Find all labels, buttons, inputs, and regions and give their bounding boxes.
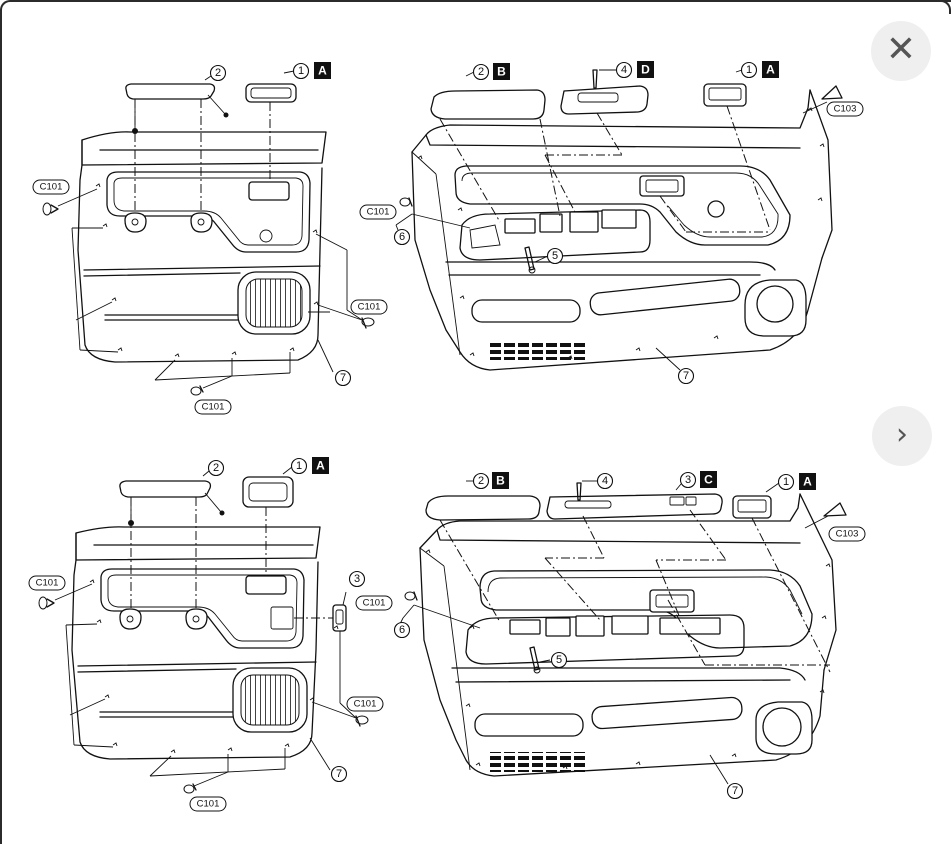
svg-text:C103: C103 — [836, 529, 859, 540]
rear-door-trim-bottom — [38, 476, 369, 794]
callout-1: 1 — [735, 61, 758, 79]
svg-text:C101: C101 — [197, 799, 220, 810]
svg-text:C: C — [704, 473, 713, 487]
ref-letter-a: A — [762, 61, 779, 78]
ref-letter-a: A — [314, 62, 331, 79]
svg-text:6: 6 — [399, 624, 405, 636]
clip-label-c103: C103 — [828, 526, 866, 542]
callout-2: 2 — [202, 459, 225, 477]
svg-text:4: 4 — [621, 64, 627, 76]
svg-text:3: 3 — [685, 474, 691, 486]
callout-7: 7 — [726, 782, 744, 800]
svg-text:B: B — [497, 65, 506, 79]
chevron-right-icon: › — [896, 416, 908, 452]
callout-4: 4 — [599, 61, 633, 79]
svg-text:1: 1 — [298, 65, 304, 77]
svg-text:A: A — [316, 459, 325, 473]
ref-letter-a: A — [799, 473, 816, 490]
svg-text:7: 7 — [683, 370, 689, 382]
svg-text:A: A — [318, 64, 327, 78]
next-button[interactable]: › — [872, 406, 932, 466]
callout-7: 7 — [330, 765, 348, 783]
svg-text:2: 2 — [478, 66, 484, 78]
svg-text:C101: C101 — [202, 402, 225, 413]
clip-label-c101: C101 — [355, 595, 393, 611]
clip-icon — [404, 591, 418, 601]
callout-7: 7 — [677, 367, 695, 385]
svg-text:2: 2 — [213, 462, 219, 474]
front-door-trim-top — [395, 69, 843, 371]
clip-icon — [821, 85, 843, 100]
callout-2: 2 — [466, 472, 490, 490]
callout-5: 5 — [550, 651, 568, 669]
callout-2: 2 — [465, 63, 490, 81]
front-door-trim-bottom — [402, 482, 847, 785]
callout-6: 6 — [393, 224, 411, 246]
callout-7: 7 — [334, 369, 352, 387]
svg-text:C101: C101 — [367, 207, 390, 218]
callout-4: 4 — [582, 472, 614, 490]
clip-label-c101: C101 — [189, 796, 227, 812]
close-button[interactable]: ✕ — [871, 21, 931, 81]
svg-text:C101: C101 — [358, 302, 381, 313]
svg-text:2: 2 — [215, 67, 221, 79]
svg-text:C101: C101 — [40, 182, 63, 193]
svg-text:4: 4 — [602, 475, 608, 487]
clip-label-c101: C101 — [32, 179, 70, 195]
clip-label-c103: C103 — [826, 101, 864, 117]
clip-icon — [361, 317, 375, 329]
svg-text:1: 1 — [783, 476, 789, 488]
callout-3: 3 — [675, 471, 697, 491]
svg-text:A: A — [803, 475, 812, 489]
svg-text:C101: C101 — [354, 699, 377, 710]
callout-2: 2 — [204, 64, 227, 82]
svg-text:1: 1 — [746, 64, 752, 76]
callout-6: 6 — [393, 617, 411, 639]
clip-label-c101: C101 — [194, 399, 232, 415]
callout-1: 1 — [765, 473, 795, 493]
svg-text:6: 6 — [399, 231, 405, 243]
svg-text:B: B — [496, 474, 505, 488]
svg-text:7: 7 — [340, 372, 346, 384]
svg-text:C101: C101 — [363, 598, 386, 609]
callout-1: 1 — [282, 457, 308, 475]
callout-3: 3 — [348, 570, 366, 588]
callout-5: 5 — [546, 247, 564, 265]
pull-handle — [125, 83, 216, 100]
svg-text:5: 5 — [556, 654, 562, 666]
ref-letter-b: B — [492, 472, 509, 489]
clip-icon — [183, 783, 197, 794]
svg-text:3: 3 — [354, 573, 360, 585]
svg-text:1: 1 — [296, 460, 302, 472]
clip-label-c101: C101 — [28, 575, 66, 591]
clip-label-c101: C101 — [359, 204, 397, 220]
svg-text:5: 5 — [552, 250, 558, 262]
svg-text:7: 7 — [732, 785, 738, 797]
svg-text:7: 7 — [336, 768, 342, 780]
svg-text:C103: C103 — [834, 104, 857, 115]
rear-door-trim-top — [42, 83, 375, 396]
clip-icon — [38, 596, 55, 610]
clip-label-c101: C101 — [346, 696, 384, 712]
svg-text:C101: C101 — [36, 578, 59, 589]
clip-icon — [823, 502, 847, 517]
svg-text:D: D — [641, 63, 650, 77]
ref-letter-a: A — [312, 457, 329, 474]
svg-text:2: 2 — [478, 475, 484, 487]
svg-text:A: A — [766, 63, 775, 77]
clip-icon — [42, 202, 59, 216]
clip-label-c101: C101 — [350, 299, 388, 315]
ref-letter-d: D — [637, 61, 654, 78]
ref-letter-b: B — [493, 63, 510, 80]
viewer-frame-corner — [937, 0, 951, 14]
ref-letter-c: C — [700, 471, 717, 488]
clip-icon — [355, 715, 369, 727]
clip-icon — [399, 197, 413, 207]
callout-1: 1 — [283, 62, 310, 80]
close-icon: ✕ — [885, 29, 917, 70]
clip-icon — [190, 385, 204, 396]
